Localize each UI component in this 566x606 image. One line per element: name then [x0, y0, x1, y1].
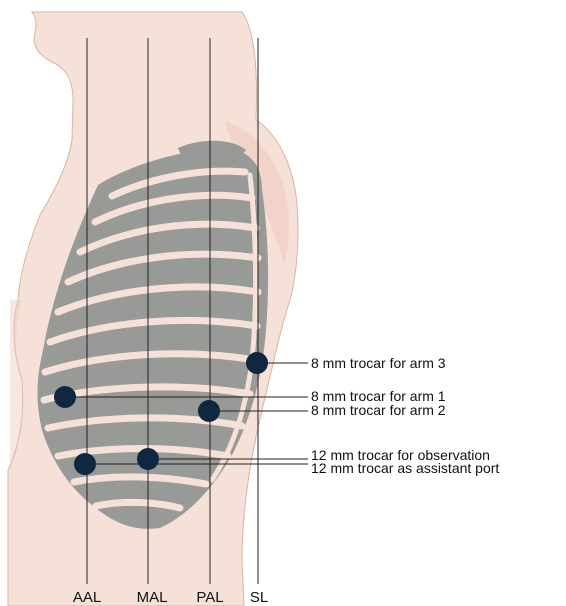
port-label-assistant: 12 mm trocar as assistant port	[311, 460, 499, 476]
port-label-arm2: 8 mm trocar for arm 2	[311, 402, 446, 418]
mal-label: MAL	[137, 589, 168, 606]
port-labels: 8 mm trocar for arm 3 8 mm trocar for ar…	[311, 355, 499, 476]
port-marker-assistant	[74, 453, 96, 475]
sl-label: SL	[250, 589, 268, 606]
port-marker-arm2	[198, 400, 220, 422]
aal-label: AAL	[73, 589, 101, 606]
port-label-arm3: 8 mm trocar for arm 3	[311, 355, 446, 371]
port-marker-observation	[137, 448, 159, 470]
pal-label: PAL	[196, 589, 223, 606]
port-marker-arm3	[246, 352, 268, 374]
port-marker-arm1	[54, 386, 76, 408]
